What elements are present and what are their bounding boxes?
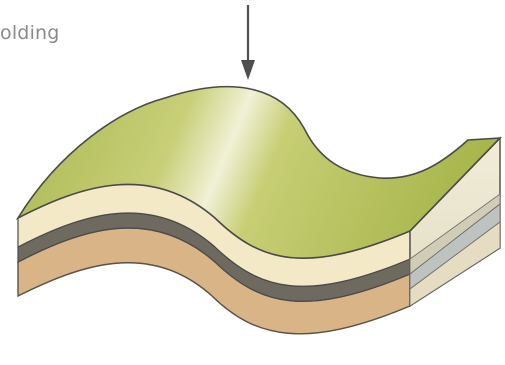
down-arrow-icon xyxy=(241,5,255,80)
